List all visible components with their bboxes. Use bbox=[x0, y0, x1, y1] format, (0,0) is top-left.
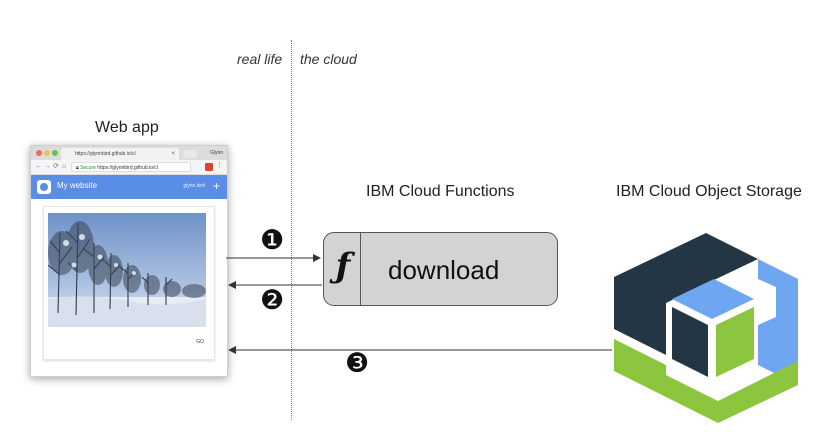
step-one-marker: ❶ bbox=[260, 225, 285, 256]
cube-inner-left-dark bbox=[672, 307, 708, 377]
cube-outer-top-dark bbox=[614, 233, 758, 355]
cube-outer-bottom-green bbox=[614, 339, 798, 423]
address-bar: ← → ⟳ ⌂ 🔒︎ Secure https://glynnbird.gith… bbox=[31, 160, 227, 175]
cube-inner-right-green bbox=[716, 307, 754, 377]
label-the-cloud: the cloud bbox=[300, 51, 357, 67]
window-close-dot[interactable] bbox=[36, 150, 42, 156]
snowy-forest-photo bbox=[48, 213, 206, 327]
go-button[interactable]: GO bbox=[196, 339, 204, 345]
functions-title: IBM Cloud Functions bbox=[366, 183, 515, 200]
lock-icon: 🔒︎ bbox=[76, 165, 79, 171]
home-icon[interactable]: ⌂ bbox=[62, 163, 67, 170]
back-arrow-icon[interactable]: ← bbox=[35, 163, 42, 170]
site-title: My website bbox=[57, 181, 98, 190]
new-tab-button[interactable] bbox=[183, 150, 197, 158]
camera-icon bbox=[37, 180, 51, 194]
download-function-box: ƒ download bbox=[323, 232, 558, 306]
storage-title: IBM Cloud Object Storage bbox=[616, 183, 802, 200]
profile-name[interactable]: Glynn bbox=[209, 150, 223, 156]
object-storage-cube-icon bbox=[614, 233, 798, 423]
photo-card: GO bbox=[43, 206, 215, 360]
step-two-marker: ❷ bbox=[260, 285, 285, 316]
app-bar: My website glynn.bird + bbox=[31, 175, 227, 199]
window-maximize-dot[interactable] bbox=[52, 150, 58, 156]
label-real-life: real life bbox=[237, 51, 283, 67]
browser-menu-icon[interactable]: ⋮ bbox=[216, 162, 223, 169]
browser-tab[interactable]: https://glynnbird.github.io/cl × bbox=[61, 148, 179, 160]
browser-tab-bar: https://glynnbird.github.io/cl × Glynn bbox=[31, 146, 227, 160]
cube-outer-right-blue bbox=[758, 259, 798, 385]
cube-inner-top-blue bbox=[672, 279, 754, 319]
realm-divider bbox=[291, 40, 292, 420]
forward-arrow-icon[interactable]: → bbox=[44, 163, 51, 170]
function-f-icon: ƒ bbox=[335, 246, 351, 286]
add-icon[interactable]: + bbox=[212, 179, 220, 193]
web-app-title: Web app bbox=[95, 119, 159, 136]
window-minimize-dot[interactable] bbox=[44, 150, 50, 156]
web-app-browser: https://glynnbird.github.io/cl × Glynn ←… bbox=[30, 145, 228, 377]
reload-icon[interactable]: ⟳ bbox=[53, 163, 59, 170]
tab-title: https://glynnbird.github.io/cl bbox=[75, 151, 136, 157]
tab-close-icon[interactable]: × bbox=[171, 151, 175, 157]
url-text: https://glynnbird.github.io/cl bbox=[97, 165, 158, 171]
function-box-separator bbox=[360, 233, 361, 305]
step-three-marker: ❸ bbox=[345, 348, 370, 379]
function-action-name: download bbox=[388, 255, 500, 285]
extension-icon[interactable] bbox=[205, 163, 213, 171]
url-input[interactable]: 🔒︎ Secure https://glynnbird.github.io/cl bbox=[71, 162, 191, 172]
secure-label: Secure bbox=[80, 165, 96, 171]
site-user: glynn.bird bbox=[183, 183, 205, 189]
